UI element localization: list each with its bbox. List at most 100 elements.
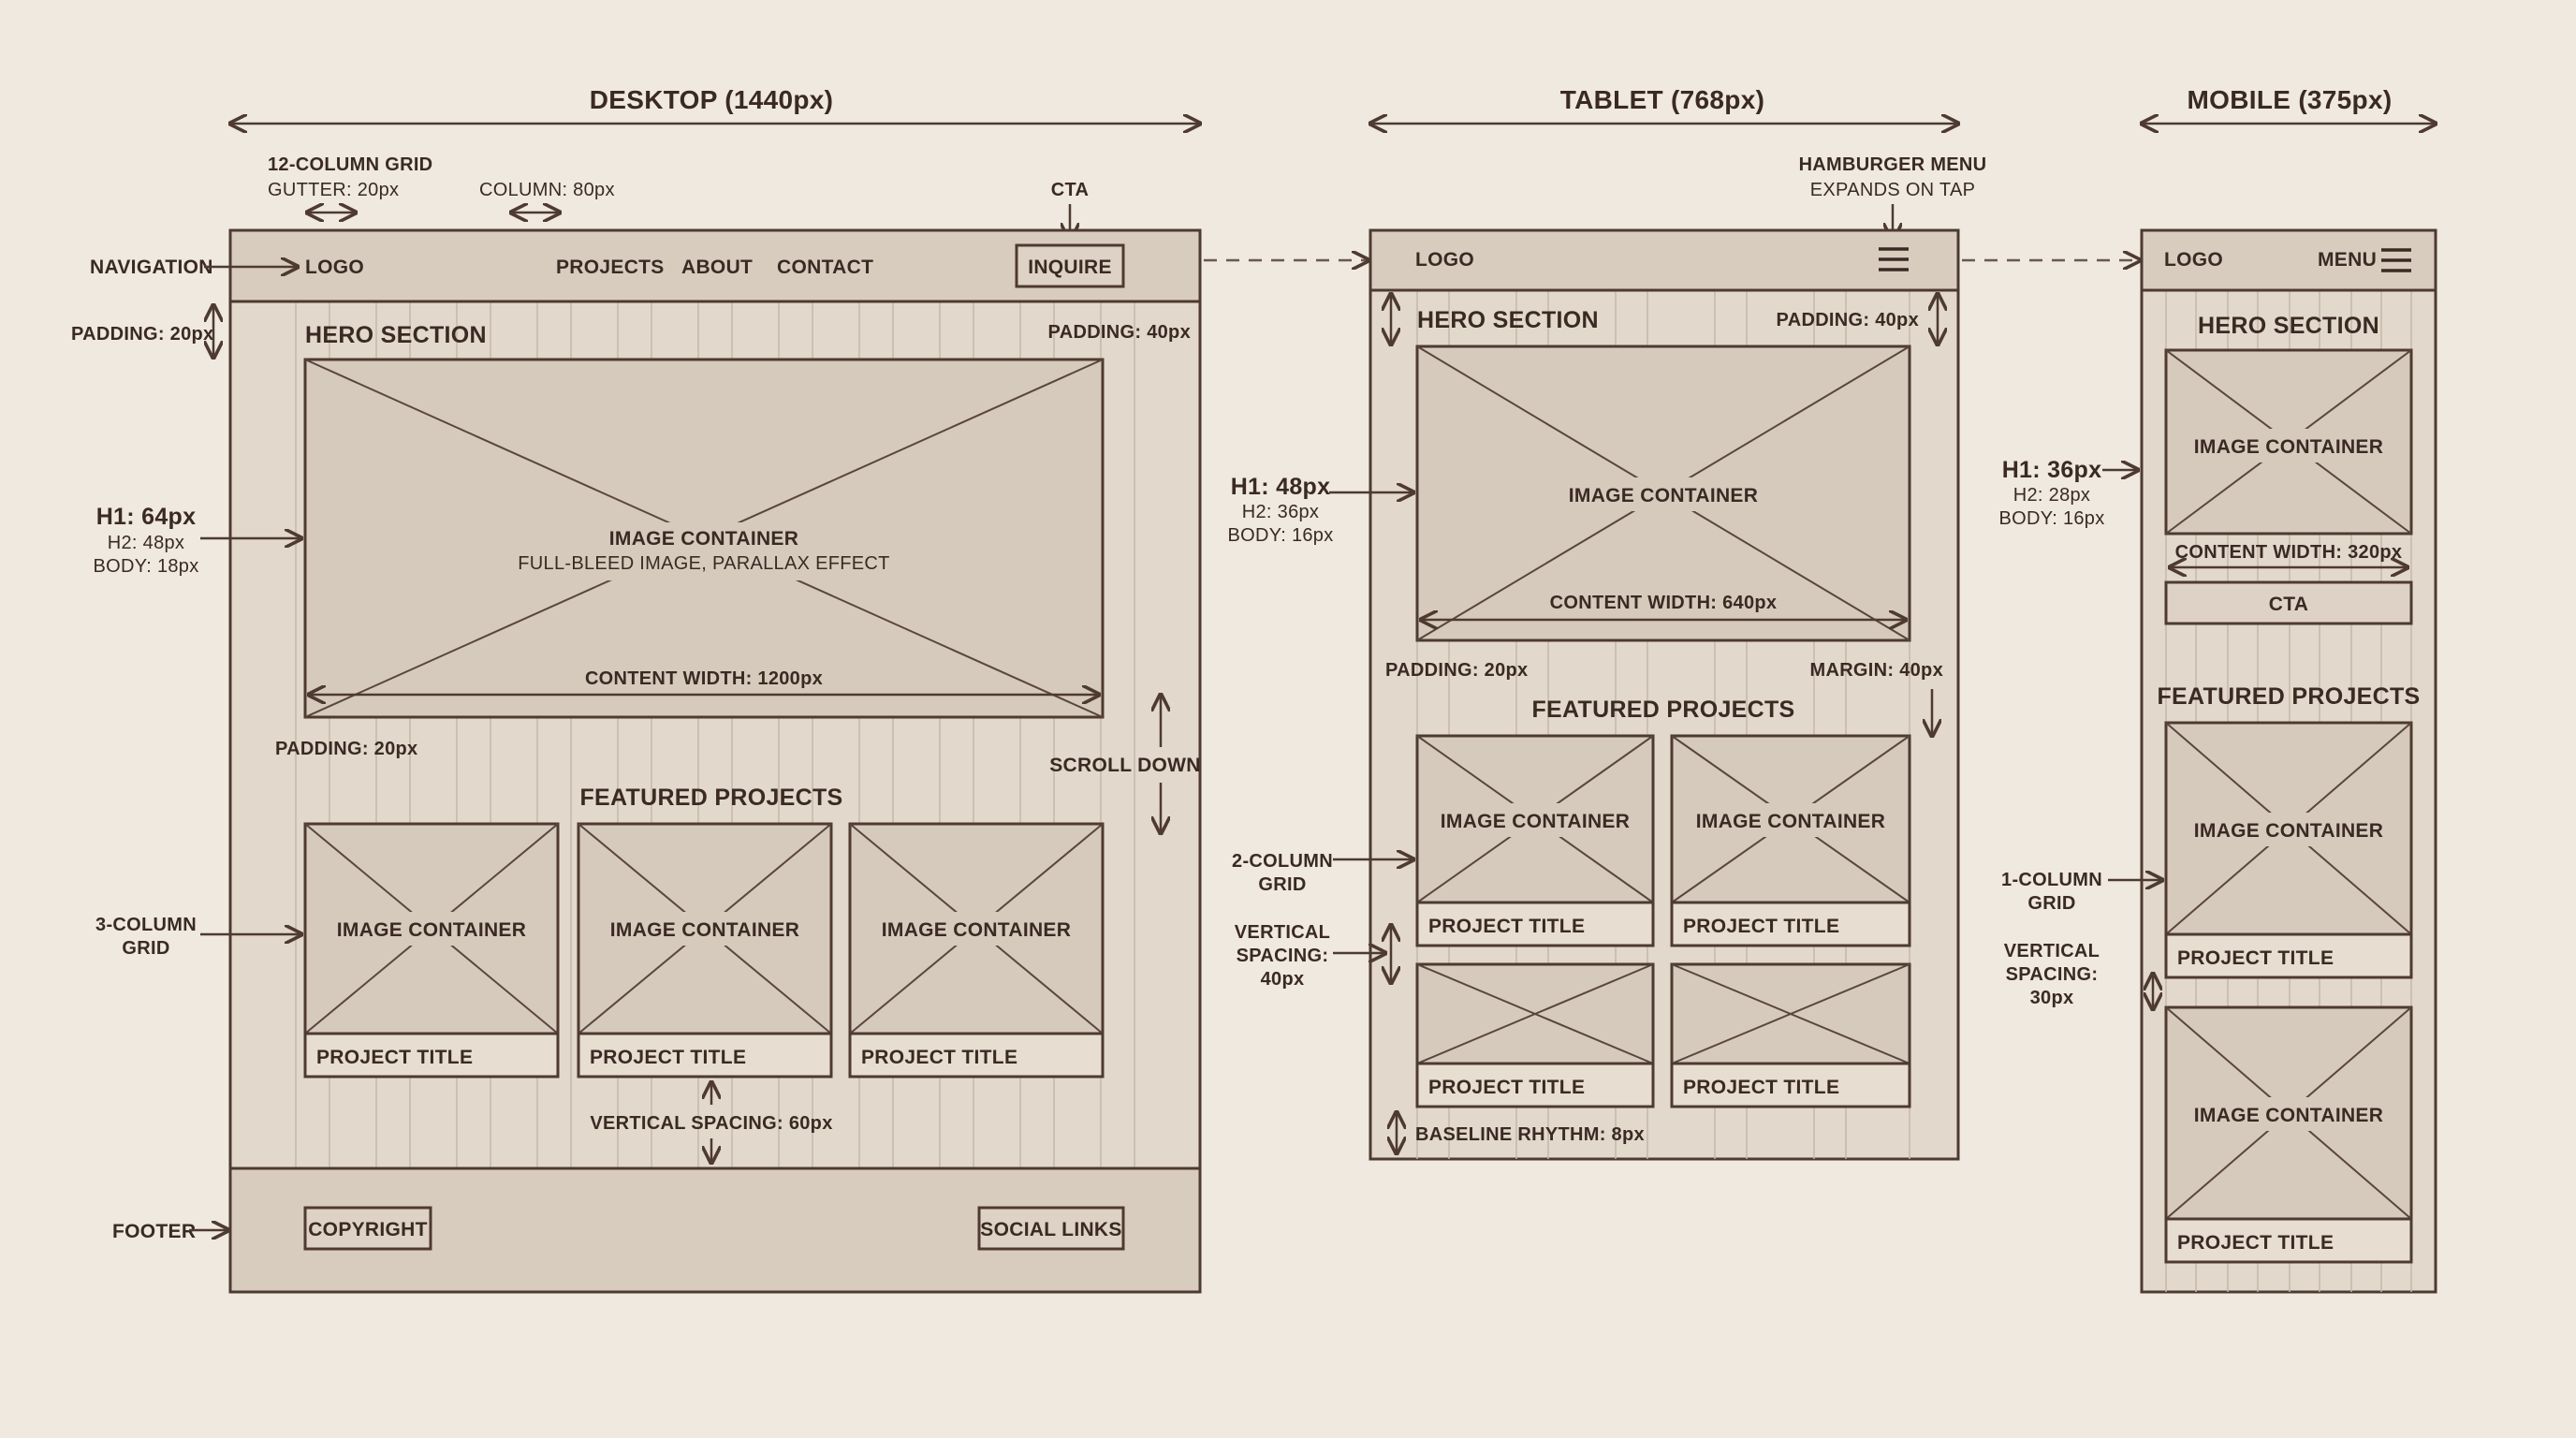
hero-image-subtitle: FULL-BLEED IMAGE, PARALLAX EFFECT [518, 553, 889, 574]
desktop-wireframe: 12-COLUMN GRID GUTTER: 20px COLUMN: 80px… [71, 154, 1202, 1294]
desktop-width: (1440px) [724, 85, 833, 114]
desktop-project-card[interactable]: IMAGE CONTAINER PROJECT TITLE [577, 822, 833, 1078]
desktop-type-scale: H1: 64px H2: 48px BODY: 18px [93, 504, 198, 577]
mobile-hero-image-label: IMAGE CONTAINER [2194, 436, 2383, 458]
navigation-annotation: NAVIGATION [90, 257, 213, 278]
card-image-label: IMAGE CONTAINER [2194, 820, 2383, 842]
desktop-project-card[interactable]: IMAGE CONTAINER PROJECT TITLE [303, 822, 560, 1078]
mobile-header: MOBILE (375px) [2142, 85, 2436, 124]
mobile-hero-title: HERO SECTION [2198, 313, 2379, 339]
card-title: PROJECT TITLE [1683, 916, 1839, 937]
nav-link-contact[interactable]: CONTACT [777, 257, 873, 278]
h1-size: H1: 64px [96, 504, 197, 530]
mobile-heading: MOBILE [2188, 85, 2291, 114]
tablet-h2-size: H2: 36px [1242, 502, 1319, 522]
mobile-cta-button[interactable] [2164, 580, 2413, 625]
tablet-body-size: BODY: 16px [1227, 525, 1333, 546]
card-image-label: IMAGE CONTAINER [1441, 811, 1630, 832]
two-column-grid-label-2: GRID [1258, 874, 1306, 895]
social-links-label: SOCIAL LINKS [980, 1219, 1121, 1240]
padding-annotation-below: PADDING: 20px [275, 739, 417, 759]
cta-note: CTA [1051, 180, 1090, 200]
tablet-featured-title: FEATURED PROJECTS [1531, 697, 1794, 723]
tablet-project-card[interactable]: IMAGE CONTAINER PROJECT TITLE [1415, 734, 1655, 947]
copyright-button[interactable] [303, 1206, 432, 1251]
mobile-menu-label[interactable]: MENU [2318, 249, 2377, 271]
tablet-spacing-label-2: SPACING: [1237, 946, 1329, 966]
desktop-project-card[interactable]: IMAGE CONTAINER PROJECT TITLE [848, 822, 1105, 1078]
mobile-project-card[interactable]: IMAGE CONTAINER PROJECT TITLE [2164, 721, 2413, 979]
card-title: PROJECT TITLE [1683, 1077, 1839, 1098]
tablet-header: TABLET (768px) [1370, 85, 1958, 124]
card-title: PROJECT TITLE [2177, 947, 2334, 969]
mobile-content-width: CONTENT WIDTH: 320px [2175, 542, 2403, 563]
mobile-h1-size: H1: 36px [2002, 457, 2102, 483]
card-image-label: IMAGE CONTAINER [2194, 1105, 2383, 1126]
gutter-note: GUTTER: 20px [268, 180, 399, 200]
tablet-h1-size: H1: 48px [1231, 474, 1331, 500]
footer-annotation: FOOTER [112, 1221, 196, 1242]
card-image-label: IMAGE CONTAINER [337, 919, 526, 941]
nav-link-projects[interactable]: PROJECTS [556, 257, 665, 278]
desktop-heading: DESKTOP [590, 85, 717, 114]
card-title: PROJECT TITLE [1428, 916, 1585, 937]
mobile-spacing-label-2: SPACING: [2006, 964, 2099, 985]
hamburger-note-2: EXPANDS ON TAP [1810, 180, 1975, 200]
inquire-button[interactable] [1015, 243, 1125, 288]
desktop-hero-title: HERO SECTION [305, 322, 487, 348]
svg-text:DESKTOP (1440px): DESKTOP (1440px) [590, 85, 834, 114]
svg-text:TABLET (768px): TABLET (768px) [1560, 85, 1764, 114]
card-title: PROJECT TITLE [316, 1047, 473, 1068]
tablet-padding-left: PADDING: 20px [1385, 660, 1528, 681]
card-title: PROJECT TITLE [590, 1047, 746, 1068]
copyright-label: COPYRIGHT [308, 1219, 428, 1240]
tablet-project-card[interactable]: PROJECT TITLE [1415, 962, 1655, 1108]
inquire-button-label: INQUIRE [1028, 257, 1112, 278]
tablet-padding-right: PADDING: 40px [1777, 310, 1919, 330]
tablet-nav-bar [1368, 228, 1960, 292]
hamburger-note: HAMBURGER MENU [1799, 154, 1987, 175]
hamburger-icon[interactable] [1879, 247, 1909, 271]
baseline-rhythm-note: BASELINE RHYTHM: 8px [1415, 1124, 1645, 1145]
tablet-spacing-label-3: 40px [1261, 969, 1305, 990]
padding-annotation-left: PADDING: 20px [71, 324, 213, 345]
body-size: BODY: 18px [93, 556, 198, 577]
desktop-featured-title: FEATURED PROJECTS [579, 785, 842, 811]
tablet-logo[interactable]: LOGO [1415, 249, 1474, 271]
hero-image-label: IMAGE CONTAINER [609, 528, 798, 550]
card-title: PROJECT TITLE [861, 1047, 1017, 1068]
tablet-content-width: CONTENT WIDTH: 640px [1550, 593, 1778, 613]
mobile-logo[interactable]: LOGO [2164, 249, 2223, 271]
social-links-button[interactable] [977, 1206, 1125, 1251]
tablet-width: (768px) [1671, 85, 1764, 114]
tablet-project-card[interactable]: PROJECT TITLE [1670, 962, 1911, 1108]
mobile-cta-label: CTA [2269, 594, 2309, 615]
card-image-label: IMAGE CONTAINER [610, 919, 799, 941]
padding-annotation-right: PADDING: 40px [1048, 322, 1191, 343]
tablet-heading: TABLET [1560, 85, 1663, 114]
grid-note: 12-COLUMN GRID [268, 154, 432, 175]
nav-link-about[interactable]: ABOUT [681, 257, 753, 278]
desktop-header: DESKTOP (1440px) [230, 85, 1200, 124]
desktop-logo[interactable]: LOGO [305, 257, 364, 278]
tablet-hero-title: HERO SECTION [1417, 307, 1599, 333]
card-title: PROJECT TITLE [2177, 1232, 2334, 1254]
tablet-type-scale: H1: 48px H2: 36px BODY: 16px [1227, 474, 1333, 546]
mobile-hamburger-icon[interactable] [2381, 248, 2411, 272]
tablet-project-card[interactable]: IMAGE CONTAINER PROJECT TITLE [1670, 734, 1911, 947]
tablet-wireframe: HAMBURGER MENU EXPANDS ON TAP LOGO HERO … [1227, 154, 1987, 1161]
mobile-spacing-label: VERTICAL [2004, 941, 2100, 961]
two-column-grid-label: 2-COLUMN [1232, 851, 1333, 872]
card-title: PROJECT TITLE [1428, 1077, 1585, 1098]
mobile-project-card[interactable]: IMAGE CONTAINER PROJECT TITLE [2164, 1005, 2413, 1264]
mobile-spacing-label-3: 30px [2030, 988, 2074, 1008]
content-width-note: CONTENT WIDTH: 1200px [585, 668, 823, 689]
one-column-grid-label: 1-COLUMN [2001, 870, 2102, 890]
tablet-hero-image-label: IMAGE CONTAINER [1569, 485, 1758, 506]
tablet-margin-note: MARGIN: 40px [1809, 660, 1943, 681]
column-note: COLUMN: 80px [479, 180, 615, 200]
card-image-label: IMAGE CONTAINER [882, 919, 1071, 941]
three-column-grid-label: 3-COLUMN [95, 915, 197, 935]
mobile-type-scale: H1: 36px H2: 28px BODY: 16px [1998, 457, 2104, 529]
